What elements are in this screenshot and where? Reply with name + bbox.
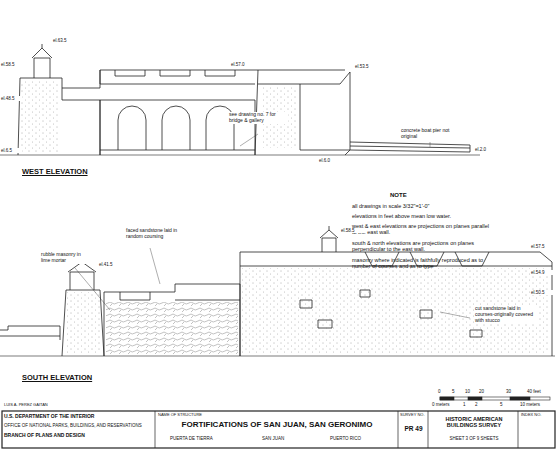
material-label: rubble masonry in lime mortar: [40, 252, 88, 264]
scale-number: 0 meters: [432, 402, 458, 407]
field-label: SURVEY NO.: [400, 413, 427, 418]
delineator: LUIS A. PEREZ GAITAN: [4, 403, 94, 408]
note-text: masonry where indicated is faithfully re…: [352, 257, 492, 270]
location-text: PUERTO RICO: [330, 436, 380, 441]
note-text: all drawings in scale 3/32"=1'-0": [352, 203, 492, 209]
elevation-mark: el.58.5: [0, 62, 30, 67]
scale-number: 30: [506, 389, 516, 394]
note-label: see drawing no. 7 for bridge & gallery: [228, 112, 288, 124]
material-label: cut sandstone laid in courses-originally…: [474, 306, 538, 323]
note-label: concrete boat pier not original: [400, 128, 462, 140]
scale-number: 10 meters: [520, 402, 550, 407]
scale-number: 40 feet: [527, 389, 555, 394]
south-elevation: [0, 226, 555, 356]
structure-name: FORTIFICATIONS OF SAN JUAN, SAN GERONIMO: [158, 420, 396, 429]
location-text: SAN JUAN: [262, 436, 302, 441]
elevation-mark: el.54.9: [530, 270, 556, 275]
agency-text: U.S. DEPARTMENT OF THE INTERIOR: [4, 414, 154, 420]
view-title: WEST ELEVATION: [22, 168, 132, 177]
elevation-mark: el.58.5: [340, 228, 366, 233]
field-label: NAME OF STRUCTURE: [158, 413, 238, 418]
elevation-mark: el.6.5: [0, 148, 22, 153]
survey-name: HISTORIC AMERICAN BUILDINGS SURVEY: [431, 416, 517, 429]
west-elevation: [0, 44, 480, 155]
elevation-mark: el.63.5: [52, 38, 82, 43]
material-label: faced sandstone laid in random coursing: [125, 228, 189, 240]
note-text: elevations in feet above mean low water.: [352, 213, 492, 219]
agency-text: OFFICE OF NATIONAL PARKS, BUILDINGS, AND…: [4, 423, 154, 428]
scale-number: 1: [463, 402, 471, 407]
elevation-mark: el.48.5: [0, 96, 22, 101]
scale-number: 10: [465, 389, 475, 394]
sheet-number: SHEET 3 OF 9 SHEETS: [431, 436, 517, 441]
elevation-mark: el.57.0: [230, 62, 256, 67]
note-text: south & north elevations are projections…: [352, 240, 492, 253]
scale-number: 0: [438, 389, 446, 394]
scale-number: 5: [452, 389, 460, 394]
survey-number: PR 49: [400, 425, 427, 432]
agency-text: BRANCH OF PLANS AND DESIGN: [4, 433, 154, 439]
elevation-mark: el.6.0: [318, 158, 342, 163]
note-text: west & east elevations are projections o…: [352, 223, 492, 236]
scale-bar: [440, 397, 550, 400]
elevation-mark: el.53.5: [354, 64, 380, 69]
elevation-mark: el.41.5: [98, 262, 124, 267]
title-block: [2, 411, 555, 448]
scale-number: 5: [500, 402, 508, 407]
scale-number: 2: [475, 402, 483, 407]
note-heading: NOTE: [390, 192, 430, 199]
scale-number: 20: [479, 389, 489, 394]
location-text: PUERTA DE TIERRA: [170, 436, 240, 441]
elevation-mark: el.50.5: [530, 290, 556, 295]
view-title: SOUTH ELEVATION: [22, 374, 142, 383]
elevation-mark: el.2.0: [474, 147, 496, 152]
elevation-mark: el.57.5: [530, 244, 556, 249]
field-label: INDEX NO.: [521, 413, 555, 418]
